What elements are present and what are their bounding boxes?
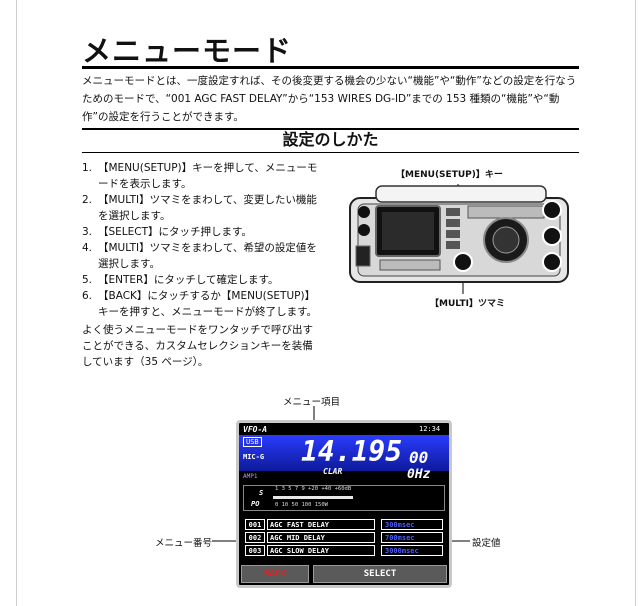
page-border: [16, 0, 636, 606]
menu-value: 300msec: [381, 519, 443, 530]
menu-item: AGC SLOW DELAY: [267, 545, 375, 556]
custom-key-note: よく使うメニューモードをワンタッチで呼び出すことができる、カスタムセレクションキ…: [82, 324, 313, 368]
meter-po-label: PO: [251, 500, 260, 508]
clock: 12:34: [419, 425, 441, 433]
menu-value: 3000msec: [381, 545, 443, 556]
meter-scale-top: 1 3 5 7 9 +20 +40 +60dB: [275, 486, 352, 492]
mic-gain-label: MIC-G: [243, 453, 265, 461]
page-title: メニューモード: [82, 34, 293, 68]
transceiver-illustration: [349, 184, 569, 294]
menu-value: 700msec: [381, 532, 443, 543]
step-item: 6.【BACK】にタッチするか【MENU(SETUP)】キーを押すと、メニューモ…: [82, 290, 318, 318]
section-title: 設定のしかた: [282, 130, 379, 149]
step-item: 4.【MULTI】ツマミをまわして、希望の設定値を選択します。: [82, 242, 317, 270]
frequency-main: 14.195: [301, 435, 403, 468]
menu-key-callout: 【MENU(SETUP)】キー: [396, 170, 503, 180]
step-item: 3.【SELECT】にタッチ押します。: [82, 226, 252, 238]
meter-s-label: S: [259, 489, 264, 497]
lcd-screen: VFO-A 12:34 USB MIC-G 14.195 00 AMP1 CLA…: [236, 420, 452, 588]
section-rule-top: [82, 128, 579, 130]
menu-item: AGC MID DELAY: [267, 532, 375, 543]
clar-label: CLAR: [323, 467, 343, 476]
frequency-band: [239, 435, 449, 471]
menu-number: 002: [245, 532, 265, 543]
menu-number: 001: [245, 519, 265, 530]
menu-item: AGC FAST DELAY: [267, 519, 375, 530]
menu-number-label: メニュー番号: [155, 538, 213, 549]
meter-box: [243, 485, 445, 511]
setting-value-label: 設定値: [472, 538, 501, 549]
step-item: 5.【ENTER】にタッチして確定します。: [82, 274, 279, 286]
select-button[interactable]: SELECT: [313, 565, 447, 583]
section-rule-bottom: [82, 152, 579, 153]
title-rule: [82, 66, 579, 69]
meter-bar: [273, 496, 353, 499]
amp-label: AMP1: [243, 473, 258, 480]
step-item: 1.【MENU(SETUP)】キーを押して、メニューモードを表示します。: [82, 162, 318, 190]
intro-paragraph: メニューモードとは、一度設定すれば、その後変更する機会の少ない“機能”や“動作”…: [82, 75, 577, 123]
menu-item-label: メニュー項目: [283, 397, 341, 408]
clar-value: 0Hz: [407, 467, 431, 482]
frequency-small: 00: [409, 448, 429, 467]
multi-knob-callout: 【MULTI】ツマミ: [430, 299, 505, 309]
mode-badge: USB: [243, 437, 262, 447]
menu-number: 003: [245, 545, 265, 556]
step-list: 1.【MENU(SETUP)】キーを押して、メニューモードを表示します。 2.【…: [82, 160, 322, 320]
back-button[interactable]: BACK: [241, 565, 309, 583]
meter-scale-bottom: 0 10 50 100 150W: [275, 502, 328, 508]
step-item: 2.【MULTI】ツマミをまわして、変更したい機能を選択します。: [82, 194, 317, 222]
vfo-indicator: VFO-A: [243, 425, 268, 434]
